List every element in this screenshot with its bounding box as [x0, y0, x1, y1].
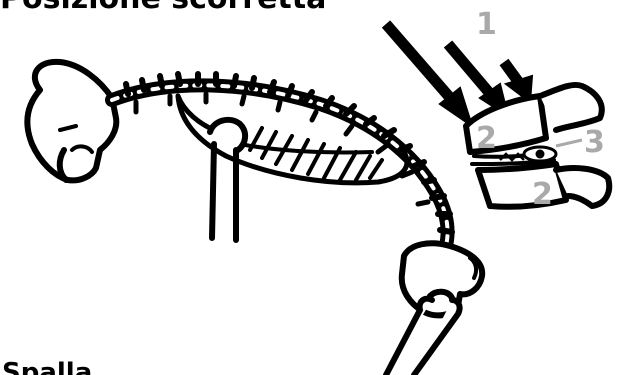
vertebra-bottom-label: 2 — [532, 177, 553, 212]
disc-label: 3 — [584, 125, 605, 160]
pelvis-bone — [402, 243, 482, 315]
footer-caption: Spalla — [2, 360, 92, 375]
skull-icon — [27, 62, 116, 181]
label-pointer — [556, 140, 582, 146]
arrows-number-label: 1 — [476, 7, 497, 42]
humerus-bone — [210, 120, 245, 240]
vertebra-top-label: 2 — [476, 121, 497, 156]
spine — [112, 74, 452, 258]
